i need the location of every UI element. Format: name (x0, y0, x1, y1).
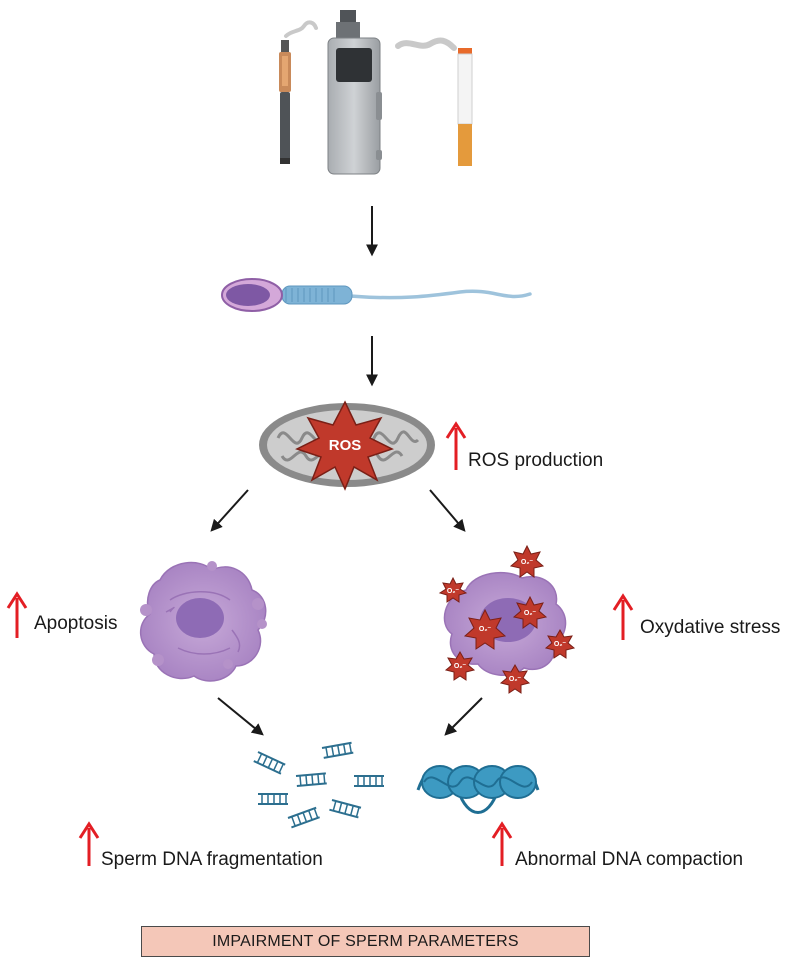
apoptosis-label: Apoptosis (34, 613, 118, 634)
apoptosis-increase-arrow-icon (6, 591, 28, 638)
ros-burst-label: ROS (329, 437, 362, 454)
flow-arrow-apoptosis-to-dna (217, 697, 264, 736)
dna-fragments-icon (253, 741, 384, 829)
flow-arrow-to-apoptosis (210, 489, 249, 532)
ros-increase-arrow-icon (445, 421, 467, 470)
dna-fragmentation-label: Sperm DNA fragmentation (101, 849, 323, 870)
flow-arrow-to-oxidative-stress (429, 489, 466, 532)
impairment-result-label: IMPAIRMENT OF SPERM PARAMETERS (212, 932, 519, 950)
dna-compaction-label: Abnormal DNA compaction (515, 849, 744, 870)
ros-production-label: ROS production (468, 450, 604, 471)
compacted-chromatin-icon (416, 765, 540, 814)
cigarette-icon (395, 37, 473, 166)
e-cigarette-pen-icon (279, 20, 318, 164)
superoxide-label: O₂⁻ O₂⁻ O₂⁻ O₂⁻ O₂⁻ O₂⁻ O₂⁻ (447, 559, 567, 683)
superoxide-label-3: O₂⁻ (524, 610, 537, 617)
dna-fragmentation-increase-arrow-icon (78, 821, 100, 866)
vape-box-mod-icon (327, 10, 382, 175)
superoxide-label-4: O₂⁻ (479, 626, 492, 633)
sperm-cell-icon (221, 278, 532, 312)
oxidative-stress-increase-arrow-icon (612, 593, 634, 640)
oxidative-stress-label: Oxydative stress (640, 617, 781, 638)
apoptotic-cell-icon (140, 561, 267, 682)
superoxide-label-1: O₂⁻ (521, 559, 534, 566)
superoxide-label-7: O₂⁻ (509, 676, 522, 683)
impairment-result-box: IMPAIRMENT OF SPERM PARAMETERS (141, 926, 590, 957)
superoxide-label-5: O₂⁻ (554, 641, 567, 648)
dna-compaction-increase-arrow-icon (491, 821, 513, 866)
ros-burst-icon (295, 400, 394, 491)
superoxide-label-2: O₂⁻ (447, 588, 460, 595)
superoxide-radical-icon (438, 544, 576, 694)
superoxide-label-6: O₂⁻ (454, 663, 467, 670)
flow-arrow-stress-to-dna (444, 697, 483, 736)
